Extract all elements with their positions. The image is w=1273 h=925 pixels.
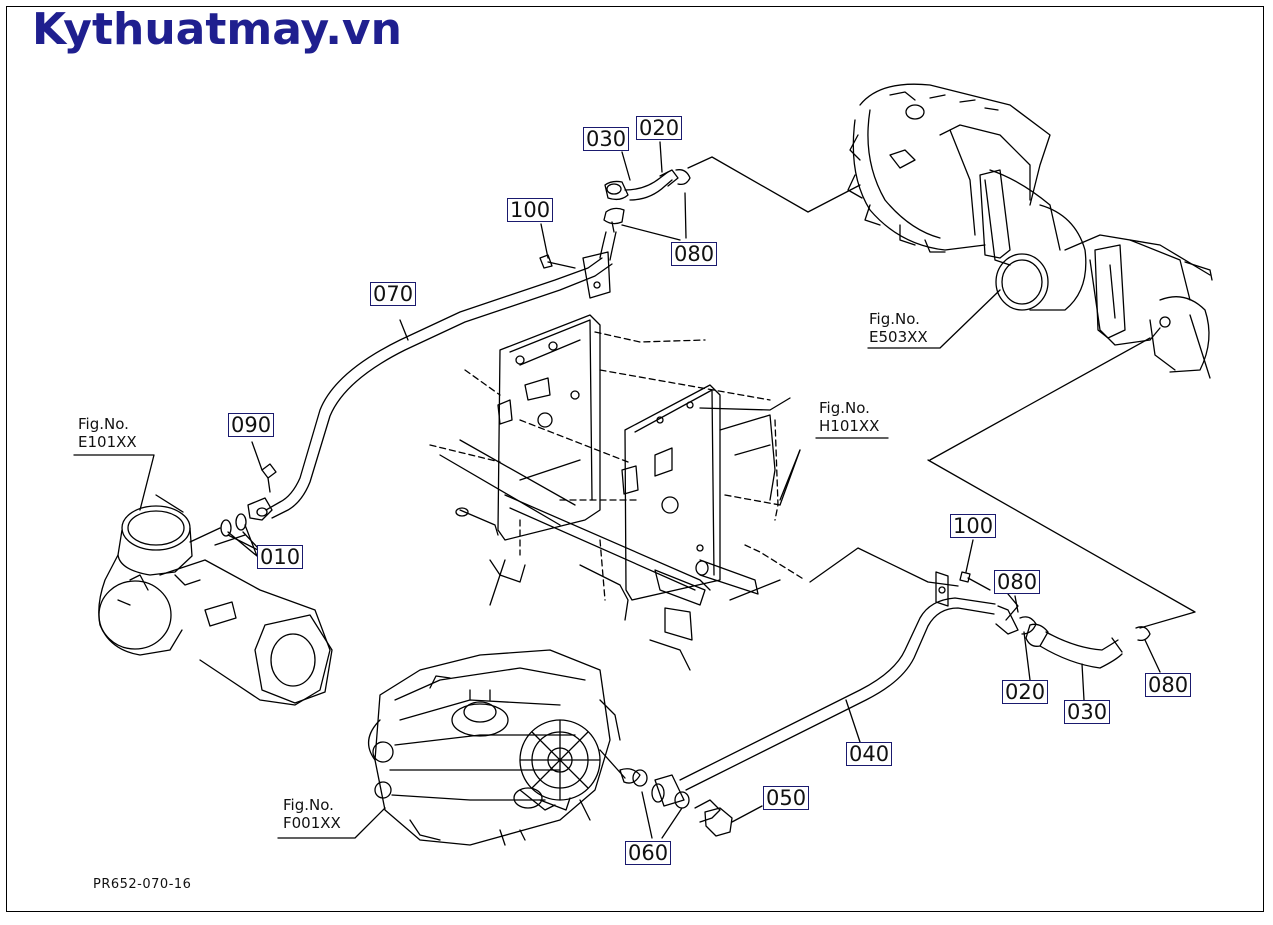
figref-code: E503XX <box>869 328 928 346</box>
lower-hose-set <box>995 593 1161 701</box>
callout-020-lower: 020 <box>1002 680 1049 704</box>
lower-gearbox <box>368 649 641 846</box>
drawing-number: PR652-070-16 <box>93 877 192 892</box>
site-watermark: Kythuatmay.vn <box>32 4 402 55</box>
figref-label: Fig.No. <box>869 310 920 328</box>
figref-e101xx: Fig.No. E101XX <box>78 415 137 451</box>
callout-100-upper: 100 <box>507 198 554 222</box>
callout-080-lower-right: 080 <box>1145 673 1192 697</box>
figref-code: E101XX <box>78 433 137 451</box>
figref-f001xx: Fig.No. F001XX <box>283 796 341 832</box>
pipe-040 <box>651 571 996 807</box>
callout-060: 060 <box>625 841 672 865</box>
figref-label: Fig.No. <box>78 415 129 433</box>
figref-code: F001XX <box>283 814 341 832</box>
figref-label: Fig.No. <box>283 796 334 814</box>
bottom-fittings <box>632 769 763 839</box>
route-lines <box>429 331 806 601</box>
callout-090: 090 <box>228 413 275 437</box>
upper-gear-housing <box>847 83 1213 379</box>
callout-040: 040 <box>846 742 893 766</box>
route-solid-lines <box>489 337 1196 629</box>
callout-020-upper: 020 <box>636 116 683 140</box>
figref-code: H101XX <box>819 417 880 435</box>
callout-010: 010 <box>257 545 304 569</box>
drawing-frame <box>6 6 1264 912</box>
callout-100-lower: 100 <box>950 514 997 538</box>
callout-080-lower-left: 080 <box>994 570 1041 594</box>
figure-leaders <box>73 289 1161 839</box>
center-frame-bracket <box>439 314 781 671</box>
figref-h101xx: Fig.No. H101XX <box>819 399 879 435</box>
callout-050: 050 <box>763 786 810 810</box>
figref-e503xx: Fig.No. E503XX <box>869 310 928 346</box>
pipe-070 <box>265 251 613 519</box>
upper-hose-set <box>599 156 861 261</box>
callout-080-upper: 080 <box>671 242 718 266</box>
figref-label: Fig.No. <box>819 399 870 417</box>
callout-070: 070 <box>370 282 417 306</box>
callout-leaders <box>227 141 1019 743</box>
callout-030-lower: 030 <box>1064 700 1111 724</box>
left-intake-housing <box>98 463 333 706</box>
callout-030-upper: 030 <box>583 127 630 151</box>
